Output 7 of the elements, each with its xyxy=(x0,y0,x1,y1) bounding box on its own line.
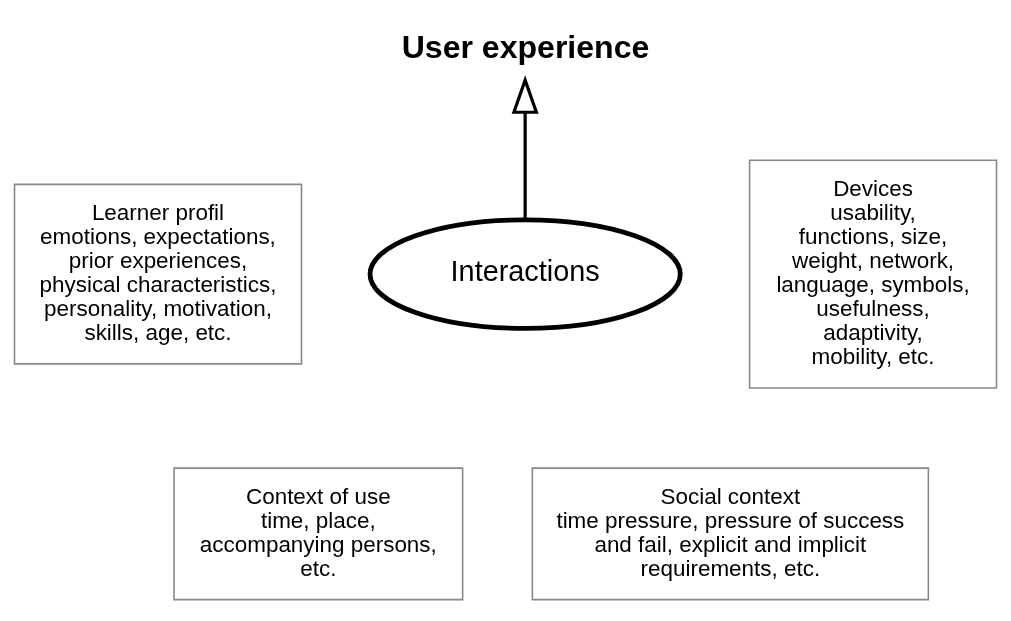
node-box: Devices usability, functions, size, weight, network, language, symbols, usefulness, adaptivity, mobility, etc. xyxy=(748,159,998,389)
node-box: Learner profil emotions, expectations, prior experiences, physical characteristics, personality, motivation, skills, age, etc. xyxy=(13,183,303,365)
arrow xyxy=(511,74,539,219)
node-box: Social context time pressure, pressure of success and fail, explicit and implicit requirements, etc. xyxy=(531,466,930,600)
node-ellipse: Interactions xyxy=(367,216,683,331)
node-box: Context of use time, place, accompanying persons, etc. xyxy=(173,466,464,600)
node-text: User experience xyxy=(401,28,650,65)
